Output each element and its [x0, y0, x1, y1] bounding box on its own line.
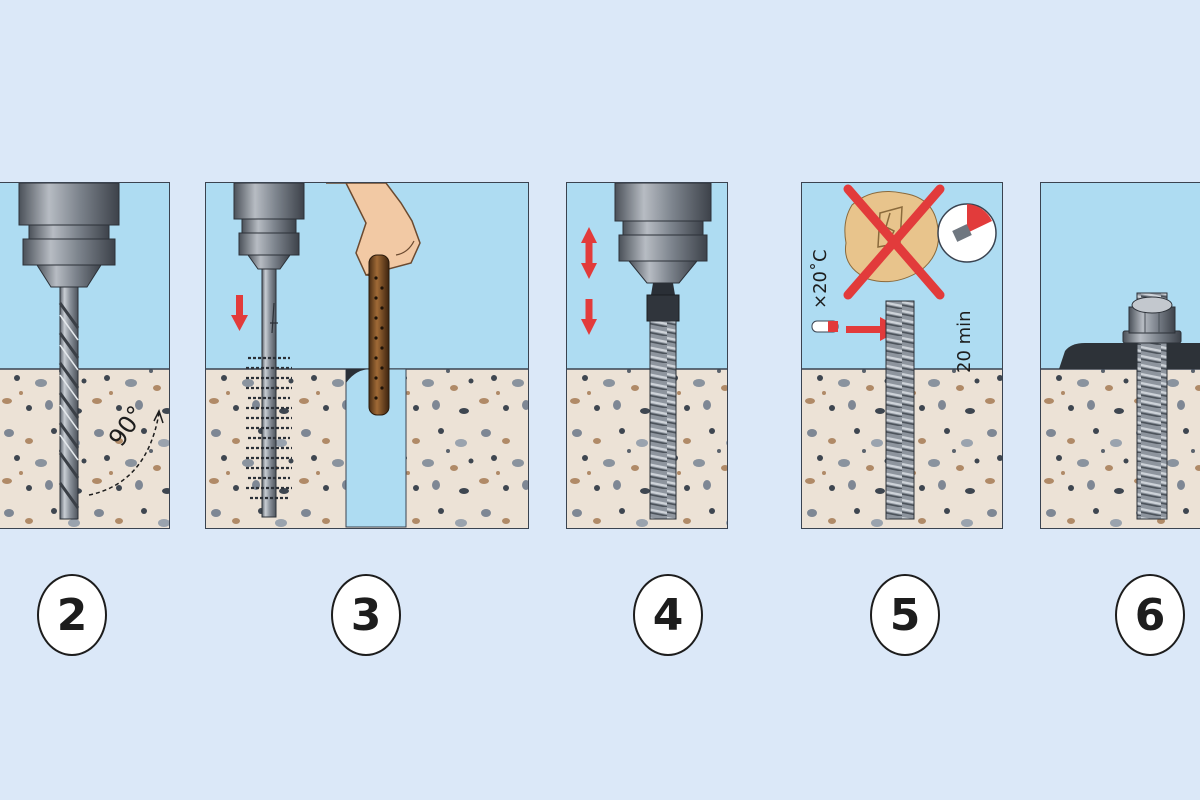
drill-bit	[58, 286, 80, 520]
step-number-6: 6	[1115, 574, 1185, 656]
step-2-panel: 90°	[0, 182, 170, 529]
step-6-panel	[1040, 182, 1200, 529]
cure-timer-icon	[937, 203, 997, 263]
temperature-label: ×20˚C	[810, 249, 831, 309]
drill-chuck	[18, 183, 120, 288]
step-2-illustration: 90°	[0, 183, 169, 528]
cure-time-label: 20 min	[954, 310, 975, 373]
threaded-rod	[885, 300, 915, 520]
no-touch-warning-icon	[843, 184, 945, 300]
step-4-panel	[566, 182, 728, 529]
fixture-plate	[1059, 343, 1200, 369]
step-6-illustration	[1041, 183, 1200, 528]
step-number-3: 3	[331, 574, 401, 656]
hand-holding-brush	[326, 183, 421, 416]
step-3-illustration	[206, 183, 528, 528]
threaded-rod	[649, 320, 677, 520]
step-3-panel	[205, 182, 529, 529]
down-arrow	[231, 295, 248, 331]
step-5-illustration: ×20˚C 20 min	[802, 183, 1002, 528]
step-number-2: 2	[37, 574, 107, 656]
step-number-5: 5	[870, 574, 940, 656]
nut-and-washer	[1122, 296, 1182, 344]
up-down-arrow	[581, 227, 597, 279]
step-5-panel: ×20˚C 20 min	[801, 182, 1003, 529]
cleaning-brush-rod	[246, 268, 292, 518]
step-number-4: 4	[633, 574, 703, 656]
drill-chuck	[233, 183, 305, 270]
down-arrow	[581, 299, 597, 335]
step-4-illustration	[567, 183, 727, 528]
angle-arc	[88, 412, 160, 496]
drill-chuck	[614, 183, 712, 322]
